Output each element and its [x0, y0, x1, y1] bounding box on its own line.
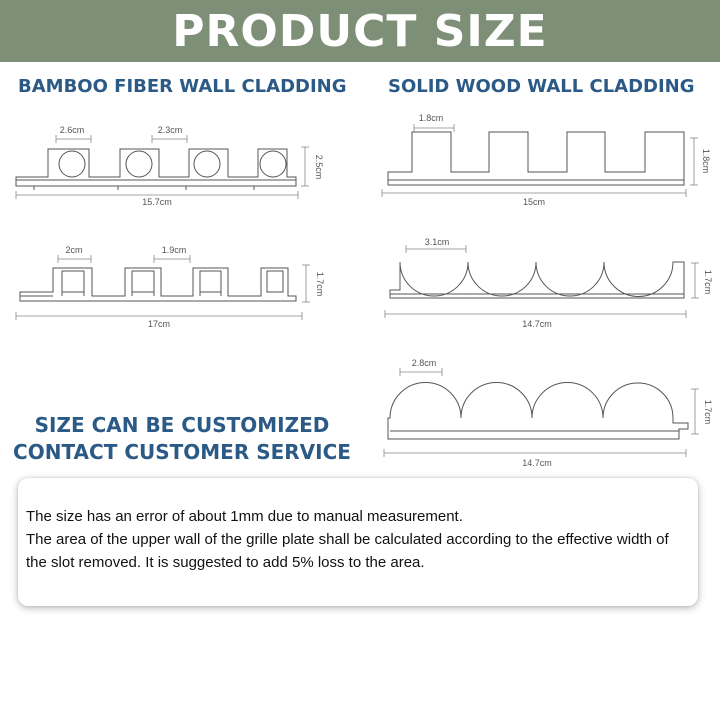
bamboo-square-height-label: 1.7cm	[315, 272, 325, 297]
note-line-1: The size has an error of about 1mm due t…	[26, 508, 463, 525]
bamboo-round-dimensions	[15, 135, 309, 199]
bamboo-square-gap-label: 1.9cm	[162, 245, 187, 255]
wood-section-title: SOLID WOOD WALL CLADDING	[388, 76, 695, 97]
customize-line-1: SIZE CAN BE CUSTOMIZED	[34, 413, 330, 437]
wood-square-height-label: 1.8cm	[701, 149, 711, 174]
wood-square-profile	[387, 131, 685, 186]
bamboo-square-dimensions	[15, 255, 310, 320]
wood-square-dimensions	[381, 124, 698, 197]
header-banner: PRODUCT SIZE	[0, 0, 720, 62]
bamboo-section-title: BAMBOO FIBER WALL CLADDING	[18, 76, 347, 97]
wood-scallop-height-label: 1.7cm	[703, 270, 713, 295]
wood-square-slat-label: 1.8cm	[419, 113, 444, 123]
wood-dome-profile	[387, 382, 689, 440]
bamboo-round-gap-label: 2.3cm	[158, 125, 183, 135]
bamboo-square-width-label: 17cm	[148, 319, 170, 329]
wood-scallop-slat-label: 3.1cm	[425, 237, 450, 247]
bamboo-round-profile	[15, 148, 297, 190]
bamboo-round-slat-label: 2.6cm	[60, 125, 85, 135]
bamboo-square-slat-label: 2cm	[65, 245, 82, 255]
wood-scallop-width-label: 14.7cm	[522, 319, 552, 329]
bamboo-square-profile	[19, 267, 297, 302]
wood-scallop-dimensions	[384, 245, 699, 318]
wood-dome-width-label: 14.7cm	[522, 458, 552, 468]
wood-dome-height-label: 1.7cm	[703, 400, 713, 425]
customize-line-2: CONTACT CUSTOMER SERVICE	[13, 440, 351, 464]
note-line-2: The area of the upper wall of the grille…	[26, 531, 669, 571]
wood-dome-dimensions	[383, 368, 699, 457]
wood-scallop-profile	[389, 261, 685, 299]
wood-square-width-label: 15cm	[523, 197, 545, 207]
wood-dome-slat-label: 2.8cm	[412, 358, 437, 368]
bamboo-round-height-label: 2.5cm	[314, 155, 324, 180]
measurement-note-box: The size has an error of about 1mm due t…	[18, 478, 698, 606]
bamboo-round-width-label: 15.7cm	[142, 197, 172, 207]
page-title: PRODUCT SIZE	[172, 5, 548, 57]
